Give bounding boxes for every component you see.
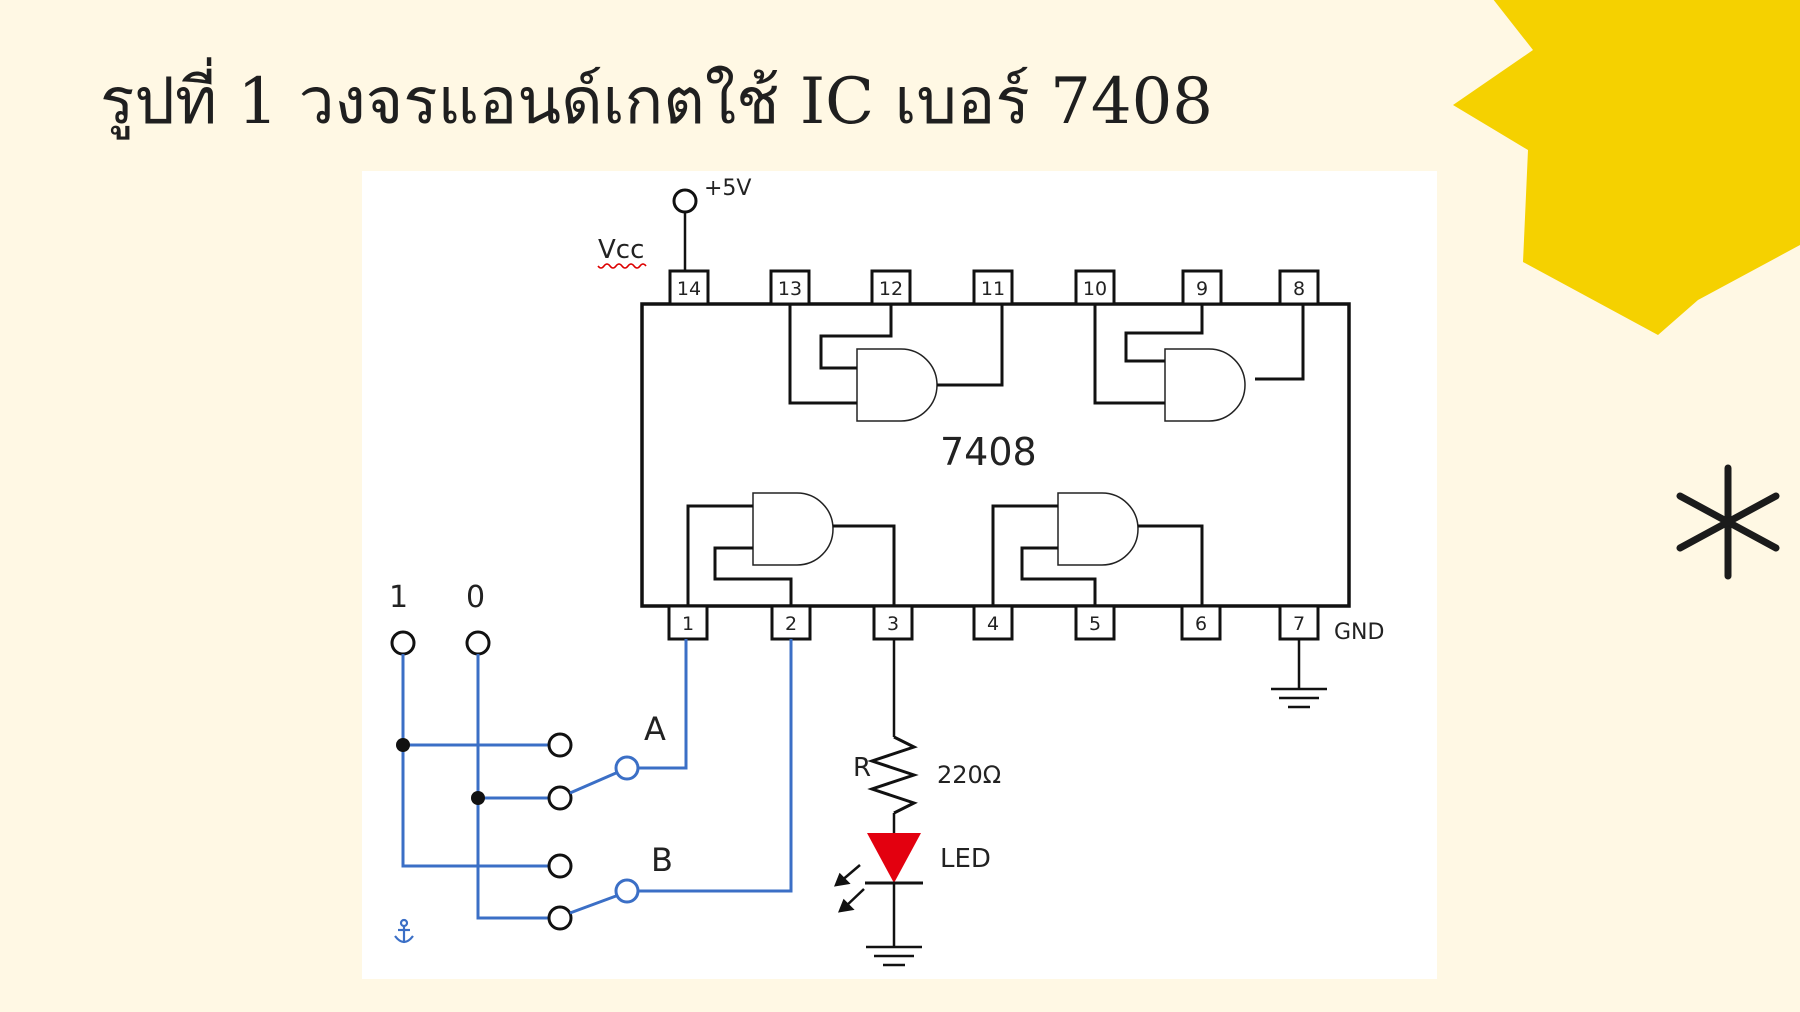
pin-4-label: 4 [987, 613, 999, 635]
resistor-value: 220Ω [937, 761, 1001, 789]
gnd-label: GND [1334, 620, 1384, 645]
logic-low-terminal [465, 630, 491, 656]
and-gate-1-2 [686, 492, 896, 606]
led-light-arrows [834, 864, 865, 913]
pin-7: 7 [1278, 604, 1320, 641]
pin-5-label: 5 [1089, 613, 1101, 635]
pin-1: 1 [667, 604, 709, 641]
vcc-label-group: Vcc [597, 235, 647, 269]
slide-title: รูปที่ 1 วงจรแอนด์เกตใช้ IC เบอร์ 7408 [100, 65, 1213, 139]
pin-2: 2 [770, 604, 812, 641]
anchor-icon [394, 918, 414, 944]
resistor-symbol [867, 735, 919, 815]
ground-symbol-led [866, 945, 922, 967]
pin-8: 8 [1278, 269, 1320, 306]
circuit-diagram: +5V Vcc 7408 14 13 12 11 10 9 8 1 2 3 4 … [362, 171, 1437, 979]
logic-high-terminal [390, 630, 416, 656]
switch-b[interactable]: B [547, 841, 673, 931]
pin-3: 3 [872, 604, 914, 641]
pin-7-label: 7 [1293, 613, 1305, 635]
pin-9: 9 [1181, 269, 1223, 306]
and-gate-4-5 [991, 492, 1204, 606]
pin-1-label: 1 [682, 613, 694, 635]
pin-11: 11 [972, 269, 1014, 306]
switch-a-label: A [644, 710, 666, 748]
pin-3-label: 3 [887, 613, 899, 635]
and-gate-10-9 [1093, 304, 1305, 422]
sun-shape [1453, 0, 1800, 335]
pin-5: 5 [1074, 604, 1116, 641]
led-symbol [867, 833, 921, 883]
pin-14-label: 14 [677, 278, 701, 300]
input-switches: 1 0 A B [389, 580, 793, 944]
pin-13: 13 [769, 269, 811, 306]
top-pin-row: 14 13 12 11 10 9 8 [668, 269, 1320, 306]
vcc-label: Vcc [598, 235, 644, 265]
pin-12: 12 [870, 269, 912, 306]
pin-13-label: 13 [778, 278, 802, 300]
pin-6: 6 [1180, 604, 1222, 641]
pin-10-label: 10 [1083, 278, 1107, 300]
supply-terminal: +5V [672, 176, 751, 271]
pin-14: 14 [668, 269, 710, 306]
pin-2-label: 2 [785, 613, 797, 635]
output-circuit: R 220Ω LED [834, 639, 1001, 967]
ic-label: 7408 [940, 430, 1037, 474]
pin-6-label: 6 [1195, 613, 1207, 635]
pin-11-label: 11 [981, 278, 1005, 300]
switch-a[interactable]: A [547, 710, 666, 811]
pin-8-label: 8 [1293, 278, 1305, 300]
asterisk-icon [1676, 464, 1780, 580]
pin-9-label: 9 [1196, 278, 1208, 300]
ground-symbol-pin7 [1271, 639, 1327, 709]
logic-low-label: 0 [466, 580, 485, 615]
resistor-label: R [853, 753, 871, 783]
logic-high-label: 1 [389, 580, 408, 615]
pin-10: 10 [1074, 269, 1116, 306]
pin-4: 4 [972, 604, 1014, 641]
led-label: LED [940, 844, 991, 874]
switch-b-label: B [651, 841, 673, 879]
supply-label: +5V [704, 176, 751, 201]
and-gate-13-12 [788, 304, 1004, 422]
pin-12-label: 12 [879, 278, 903, 300]
bottom-pin-row: 1 2 3 4 5 6 7 [667, 604, 1320, 641]
